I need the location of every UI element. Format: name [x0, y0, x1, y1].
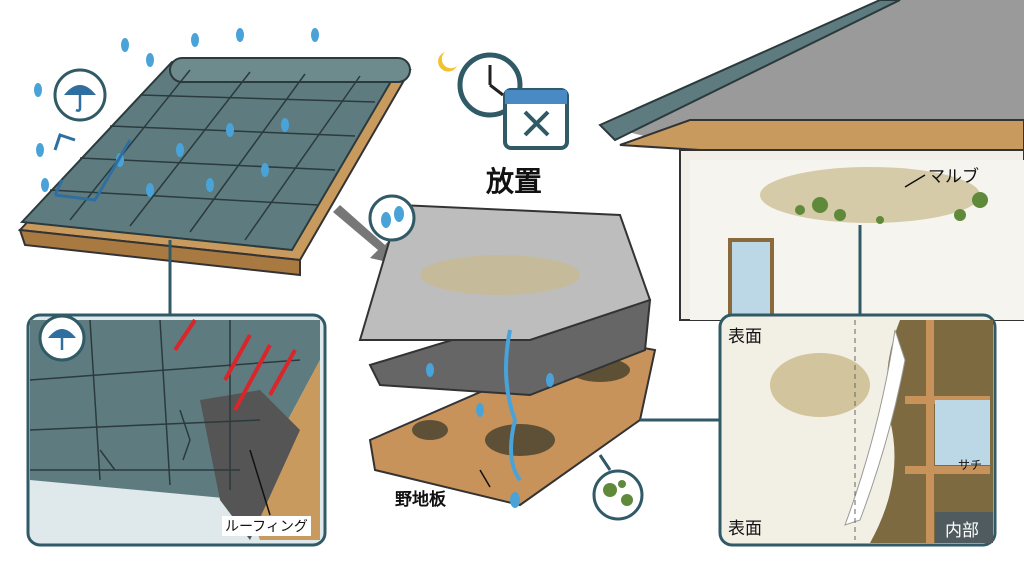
- house-wall: [598, 0, 1024, 322]
- sheathing-label: 野地板: [395, 490, 446, 510]
- mold-label: マルブ: [928, 167, 979, 187]
- roof-closeup-panel: [26, 313, 327, 547]
- layer-stack: [358, 203, 657, 508]
- umbrella-callout: [53, 68, 107, 122]
- flow-arrow: [333, 205, 400, 265]
- sachi-label: サチ: [958, 458, 983, 472]
- neglect-label: 放置: [486, 165, 543, 198]
- surface-label-top: 表面: [728, 327, 762, 347]
- red-water-arrows: [173, 318, 297, 411]
- deflect-arrows: [53, 133, 132, 202]
- clock-calendar-icon: [438, 52, 569, 150]
- interior-label: 内部: [945, 521, 979, 541]
- roofing-label: ルーフィング: [222, 516, 311, 536]
- mold-callout: [592, 454, 644, 521]
- water-drop-callout: [368, 194, 416, 242]
- wall-section-panel: [718, 313, 997, 547]
- tiled-roof: [17, 57, 412, 277]
- surface-label-bottom: 表面: [728, 519, 762, 539]
